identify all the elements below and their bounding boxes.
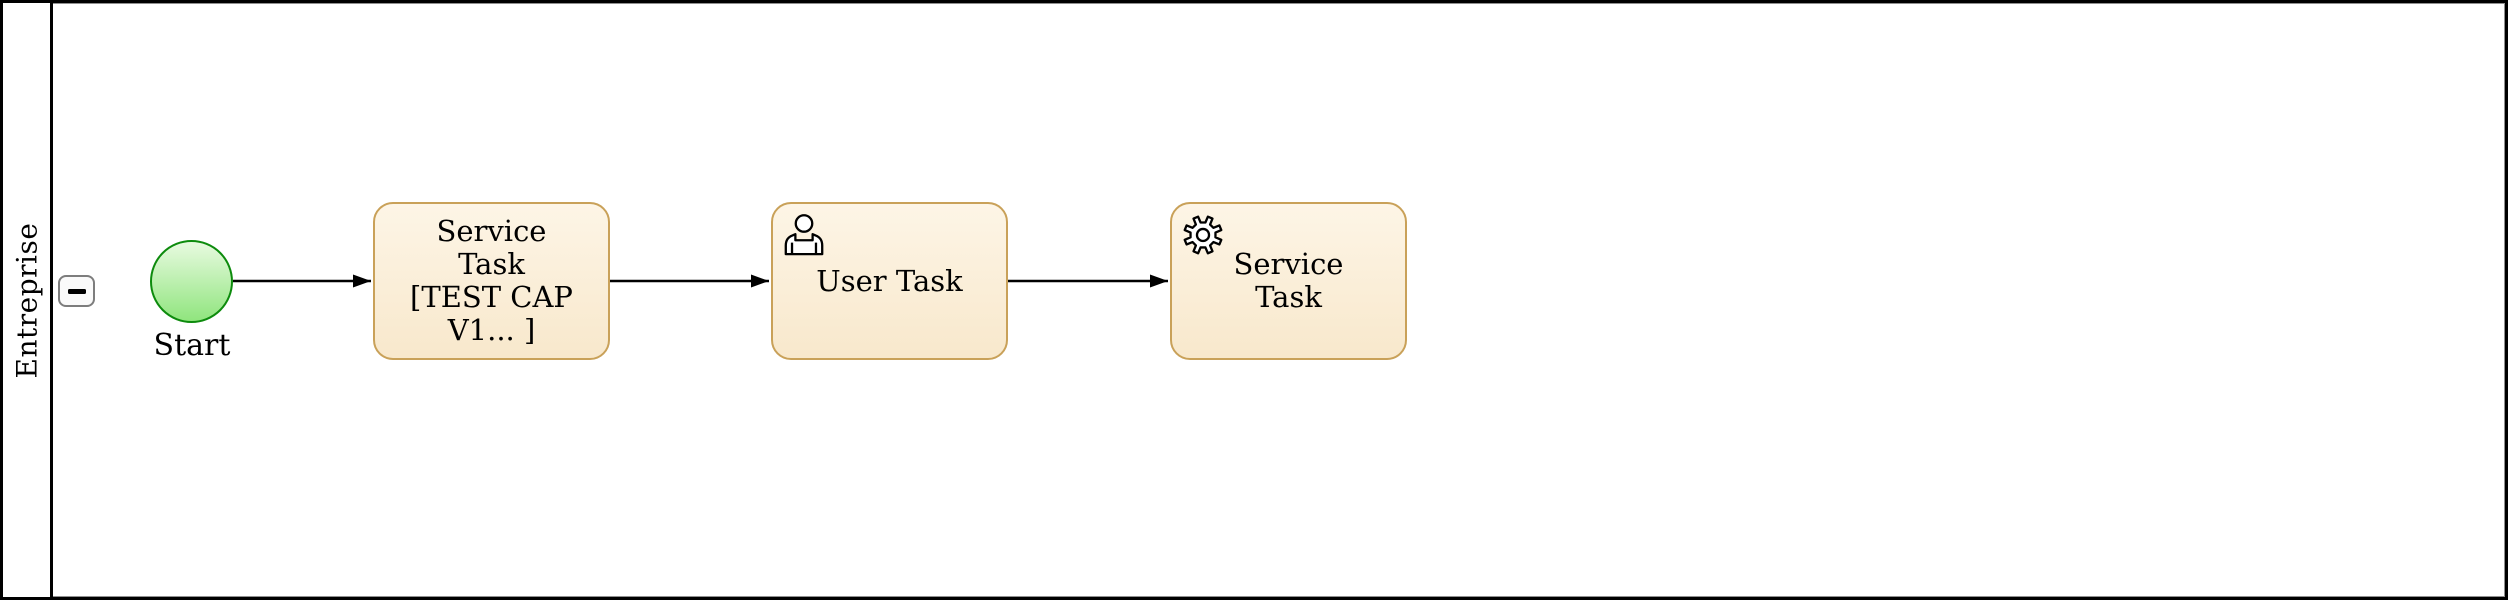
task-label-line: Service bbox=[1233, 247, 1344, 281]
task-label: Service Task bbox=[1234, 248, 1344, 314]
start-event-label: Start bbox=[153, 328, 231, 363]
gear-icon bbox=[1183, 215, 1223, 255]
task-label-line: User Task bbox=[816, 263, 963, 298]
task-service-test-cap[interactable]: Service Task [TEST CAP V1... ] bbox=[373, 202, 610, 360]
task-label-line: [TEST CAP bbox=[410, 280, 573, 314]
start-event[interactable] bbox=[150, 240, 233, 323]
task-service[interactable]: Service Task bbox=[1170, 202, 1407, 360]
task-user[interactable]: User Task bbox=[771, 202, 1008, 360]
task-label-line: Task bbox=[1255, 280, 1322, 314]
task-label: Service Task [TEST CAP V1... ] bbox=[410, 215, 573, 347]
user-icon bbox=[784, 214, 824, 256]
lane-divider bbox=[50, 3, 53, 597]
lane-collapse-button[interactable] bbox=[58, 275, 95, 307]
lane-body bbox=[52, 3, 2505, 597]
task-label-line: Service bbox=[436, 214, 547, 248]
task-label: User Task bbox=[816, 263, 963, 298]
minus-icon bbox=[67, 288, 86, 294]
task-label-line: Task bbox=[458, 247, 525, 281]
task-label-line: V1... ] bbox=[447, 313, 536, 347]
